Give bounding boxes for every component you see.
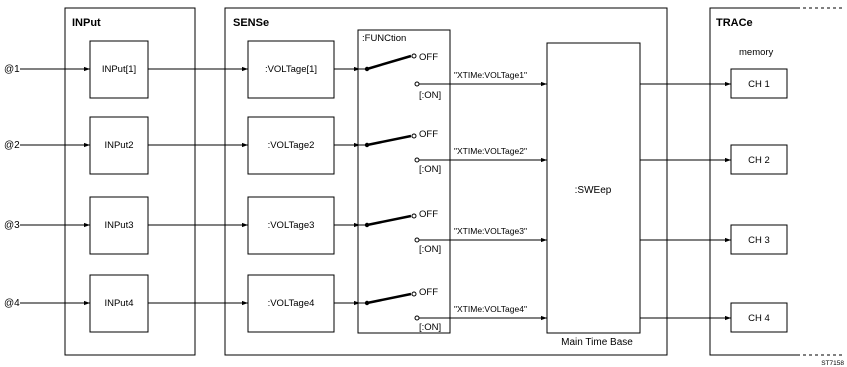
trace-channel-label: CH 1 xyxy=(748,79,770,90)
signal-label: "XTIMe:VOLTage2" xyxy=(454,146,527,156)
input-section xyxy=(64,7,196,356)
function-label: :FUNCtion xyxy=(362,33,406,44)
voltage-block-label: :VOLTage3 xyxy=(268,220,315,231)
sense-section xyxy=(224,7,668,356)
switch-on-label: [:ON] xyxy=(419,322,441,333)
voltage-block-label: :VOLTage2 xyxy=(268,140,315,151)
switch-off-label: OFF xyxy=(419,287,438,298)
input-block-label: INPut3 xyxy=(104,220,133,231)
source-label: @3 xyxy=(4,220,20,231)
signal-label: "XTIMe:VOLTage4" xyxy=(454,304,527,314)
switch-on-label: [:ON] xyxy=(419,164,441,175)
input-block-label: INPut2 xyxy=(104,140,133,151)
sweep-block xyxy=(546,42,641,334)
trace-channel-label: CH 2 xyxy=(748,155,770,166)
function-switch xyxy=(364,291,420,321)
switch-off-label: OFF xyxy=(419,209,438,220)
source-label: @2 xyxy=(4,140,20,151)
switch-on-label: [:ON] xyxy=(419,90,441,101)
figure-id: ST7158 xyxy=(821,360,844,367)
sense-section-title: SENSe xyxy=(233,17,269,29)
trace-channel-label: CH 4 xyxy=(748,313,770,324)
signal-label: "XTIMe:VOLTage1" xyxy=(454,70,527,80)
switch-off-label: OFF xyxy=(419,129,438,140)
trace-channel-label: CH 3 xyxy=(748,235,770,246)
source-label: @1 xyxy=(4,64,20,75)
function-block xyxy=(357,29,451,334)
function-switch xyxy=(364,133,420,163)
channel-row-1: @1 INPut[1] :VOLTage[1] OFF [:ON] "XTIMe… xyxy=(4,40,788,101)
channel-row-3: @3 INPut3 :VOLTage3 OFF [:ON] "XTIMe:VOL… xyxy=(4,196,788,255)
channel-row-4: @4 INPut4 :VOLTage4 OFF [:ON] "XTIMe:VOL… xyxy=(4,274,788,333)
trace-channel-box xyxy=(730,224,788,255)
switch-on-label: [:ON] xyxy=(419,244,441,255)
input-block-label: INPut[1] xyxy=(102,64,136,75)
source-label: @4 xyxy=(4,298,20,309)
trace-section xyxy=(709,7,845,356)
sweep-label: :SWEep xyxy=(575,185,612,196)
trace-channel-box xyxy=(730,144,788,175)
input-section-title: INPut xyxy=(72,17,101,29)
signal-label: "XTIMe:VOLTage3" xyxy=(454,226,527,236)
switch-off-label: OFF xyxy=(419,52,438,63)
trace-section-title: TRACe xyxy=(716,17,753,29)
function-switch xyxy=(364,213,420,243)
trace-channel-box xyxy=(730,68,788,99)
voltage-block-label: :VOLTage4 xyxy=(268,298,315,309)
memory-label: memory xyxy=(739,47,774,58)
sweep-sublabel: Main Time Base xyxy=(561,337,633,348)
function-switch xyxy=(364,53,420,87)
input-block-label: INPut4 xyxy=(104,298,133,309)
voltage-block-label: :VOLTage[1] xyxy=(265,64,317,75)
channel-row-2: @2 INPut2 :VOLTage2 OFF [:ON] "XTIMe:VOL… xyxy=(4,116,788,175)
trace-channel-box xyxy=(730,302,788,333)
